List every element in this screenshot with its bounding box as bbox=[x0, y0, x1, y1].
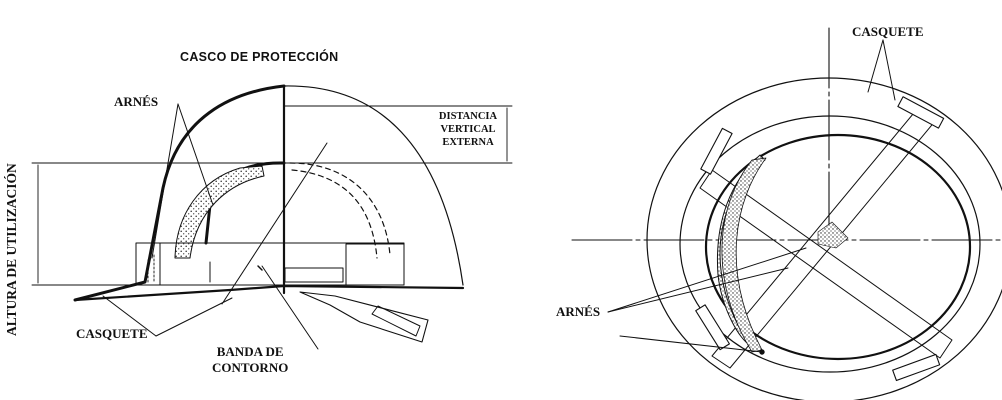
label-banda-contorno: BANDA DE CONTORNO bbox=[212, 344, 288, 376]
side-view bbox=[31, 84, 513, 350]
label-casquete-top: CASQUETE bbox=[852, 24, 924, 39]
leader-arnes-1 bbox=[151, 103, 179, 259]
top-view bbox=[571, 27, 1002, 400]
banda-line-1: BANDA DE bbox=[216, 344, 284, 359]
harness-strap bbox=[174, 165, 265, 259]
shell-ellipse bbox=[679, 115, 981, 373]
diagonal-line bbox=[221, 142, 328, 305]
center-patch bbox=[817, 221, 849, 249]
distancia-line-3: EXTERNA bbox=[442, 137, 494, 148]
label-arnes-top: ARNÉS bbox=[556, 304, 601, 319]
leader-casquete-1 bbox=[102, 295, 157, 337]
chin-strap bbox=[299, 291, 429, 343]
strap-1 bbox=[699, 169, 953, 359]
diagram-title: CASCO DE PROTECCIÓN bbox=[180, 50, 339, 64]
shell-right-outline bbox=[283, 85, 464, 286]
label-arnes-side: ARNÉS bbox=[114, 94, 159, 109]
distancia-line-2: VERTICAL bbox=[440, 124, 496, 135]
leader-arnes-top-1 bbox=[607, 247, 807, 313]
leader-casquete-top-1 bbox=[867, 39, 884, 93]
leader-casquete-2 bbox=[155, 297, 233, 337]
leader-casquete-top-2 bbox=[882, 39, 896, 101]
banda-line-2: CONTORNO bbox=[212, 360, 289, 375]
leader-banda bbox=[261, 265, 319, 350]
leader-arnes-top-3 bbox=[619, 335, 763, 353]
label-casquete-side: CASQUETE bbox=[76, 326, 148, 341]
dashed-harness-2 bbox=[291, 169, 378, 259]
inner-band bbox=[704, 133, 972, 361]
brim-line bbox=[73, 284, 465, 302]
leader-arnes-top-2 bbox=[607, 267, 789, 313]
shell-left-outline bbox=[73, 84, 286, 302]
distancia-line-1: DISTANCIA bbox=[438, 111, 498, 122]
leader-arnes-2 bbox=[177, 103, 214, 206]
dashed-harness-1 bbox=[289, 162, 391, 256]
label-distancia-vertical-externa: DISTANCIA VERTICAL EXTERNA bbox=[431, 110, 505, 149]
label-altura-utilizacion: ALTURA DE UTILIZACIÓN bbox=[4, 163, 19, 336]
